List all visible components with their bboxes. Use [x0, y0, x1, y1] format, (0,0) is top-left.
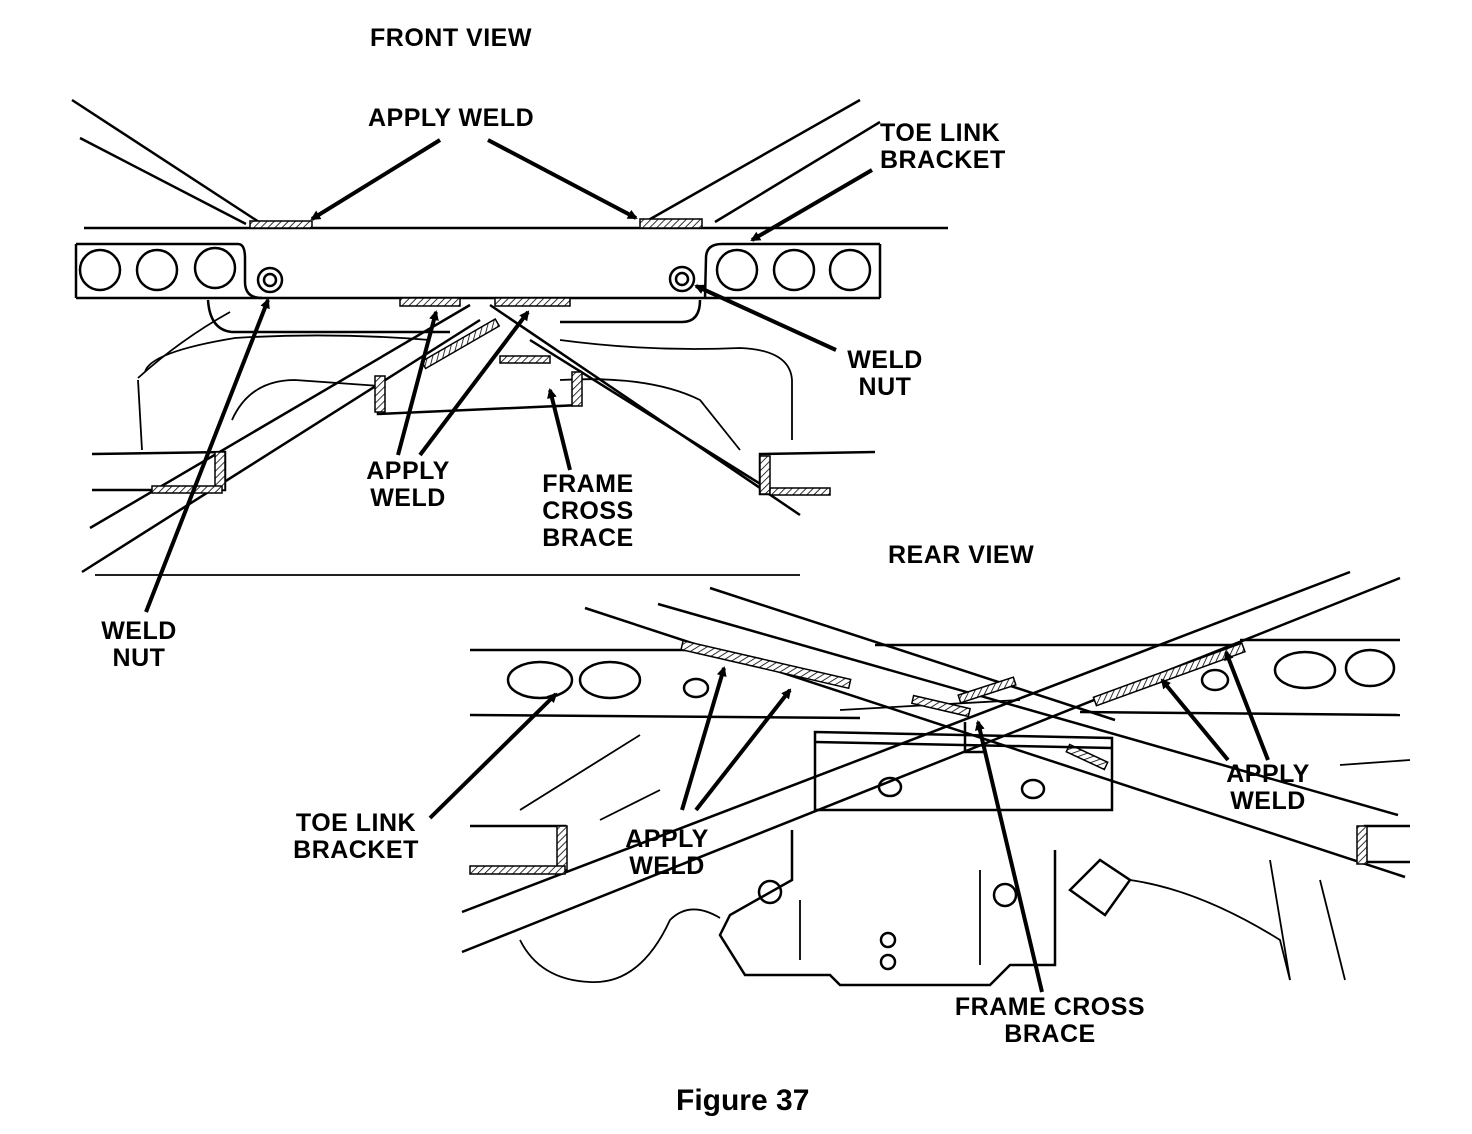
label-line: WELD: [847, 346, 923, 374]
label-line: BRACKET: [293, 836, 419, 864]
front-toe-link-bracket-label: TOE LINK BRACKET: [880, 120, 1006, 174]
label-line: TOE LINK: [295, 809, 417, 837]
label-line: WELD: [629, 852, 705, 880]
label-line: BRACKET: [880, 146, 1006, 174]
front-apply-weld-middle-label: APPLY WELD: [358, 458, 458, 512]
label-line: CROSS: [542, 497, 634, 525]
rear-view-leader-arrows: [428, 650, 1270, 993]
front-view-drawing: [71, 98, 948, 576]
rear-apply-weld-right-label: APPLY WELD: [1218, 761, 1318, 815]
label-line: FRAME: [542, 470, 634, 498]
rear-frame-cross-brace-label: FRAME CROSS BRACE: [945, 994, 1155, 1048]
label-line: APPLY: [366, 457, 450, 485]
label-line: WELD: [370, 484, 446, 512]
label-line: WELD: [1230, 787, 1306, 815]
figure-caption: Figure 37: [676, 1084, 810, 1117]
label-line: TOE LINK: [880, 119, 1001, 147]
front-apply-weld-top-label: APPLY WELD: [368, 104, 535, 132]
label-line: BRACE: [1004, 1020, 1096, 1048]
rear-view-title: REAR VIEW: [888, 541, 1035, 569]
label-line: APPLY: [625, 825, 709, 853]
front-frame-cross-brace-label: FRAME CROSS BRACE: [536, 471, 640, 552]
label-line: APPLY: [1226, 760, 1310, 788]
rear-toe-link-bracket-label: TOE LINK BRACKET: [286, 810, 426, 864]
front-weld-nut-right-label: WELD NUT: [840, 347, 930, 401]
label-line: FRAME CROSS: [954, 993, 1146, 1021]
rear-apply-weld-left-label: APPLY WELD: [617, 826, 717, 880]
label-line: NUT: [858, 373, 912, 401]
label-line: BRACE: [542, 524, 634, 552]
front-view-title: FRONT VIEW: [370, 24, 532, 52]
label-line: WELD: [101, 617, 177, 645]
front-weld-nut-left-label: WELD NUT: [94, 618, 184, 672]
front-view-leader-arrows: [144, 138, 874, 613]
label-line: NUT: [112, 644, 166, 672]
